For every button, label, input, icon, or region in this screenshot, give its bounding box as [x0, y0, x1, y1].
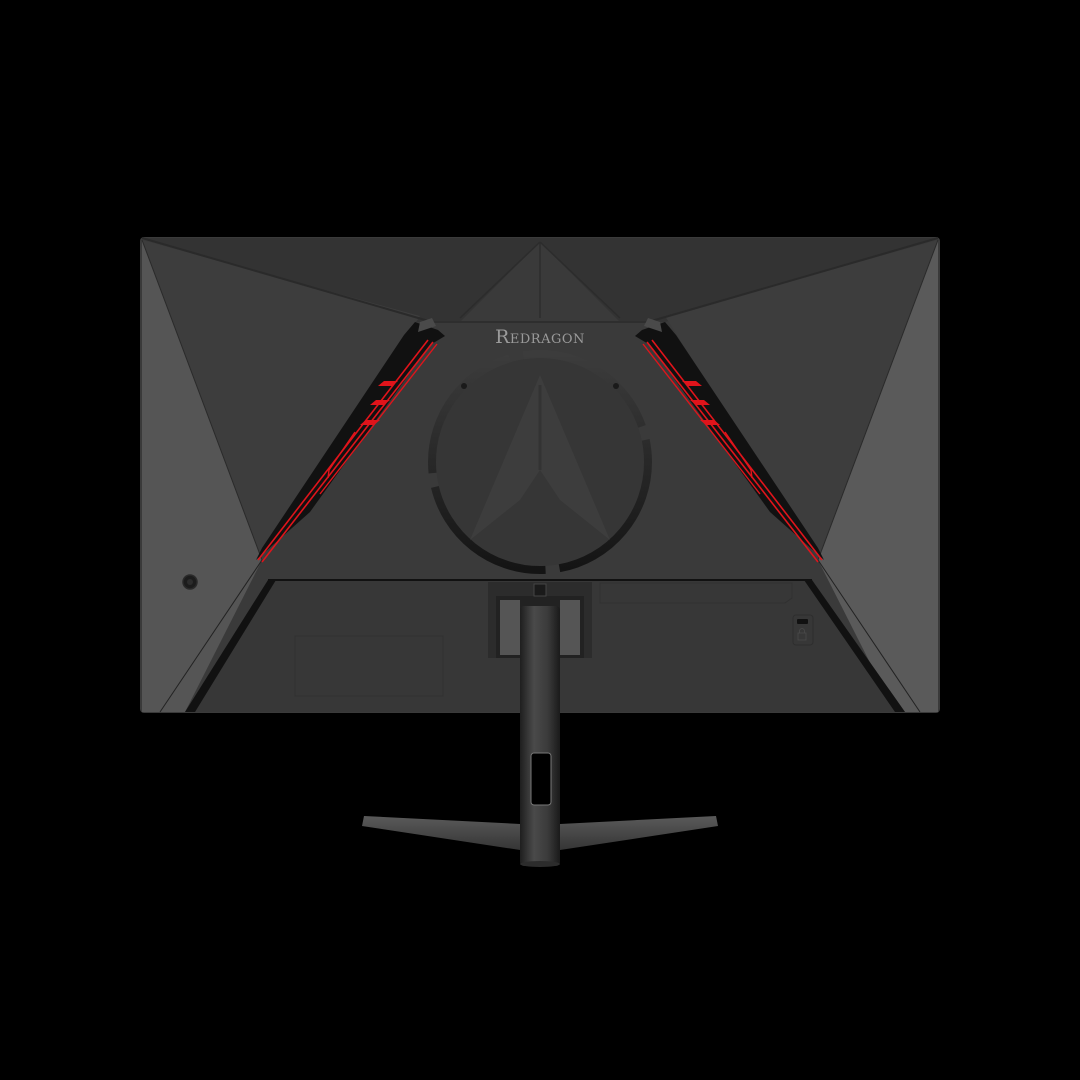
right-rgb-accent: [635, 318, 824, 563]
stand-base: [362, 816, 718, 867]
power-button[interactable]: [182, 574, 198, 590]
vesa-mount: [428, 350, 652, 574]
brand-logo: Redragon: [495, 326, 585, 348]
kensington-lock-slot: [792, 614, 814, 646]
stand-neck: [520, 606, 560, 866]
vesa-screw-holes: [461, 383, 619, 541]
lock-icon: [797, 628, 807, 641]
left-rgb-accent: [256, 318, 445, 563]
redragon-emblem-icon: [470, 375, 610, 540]
